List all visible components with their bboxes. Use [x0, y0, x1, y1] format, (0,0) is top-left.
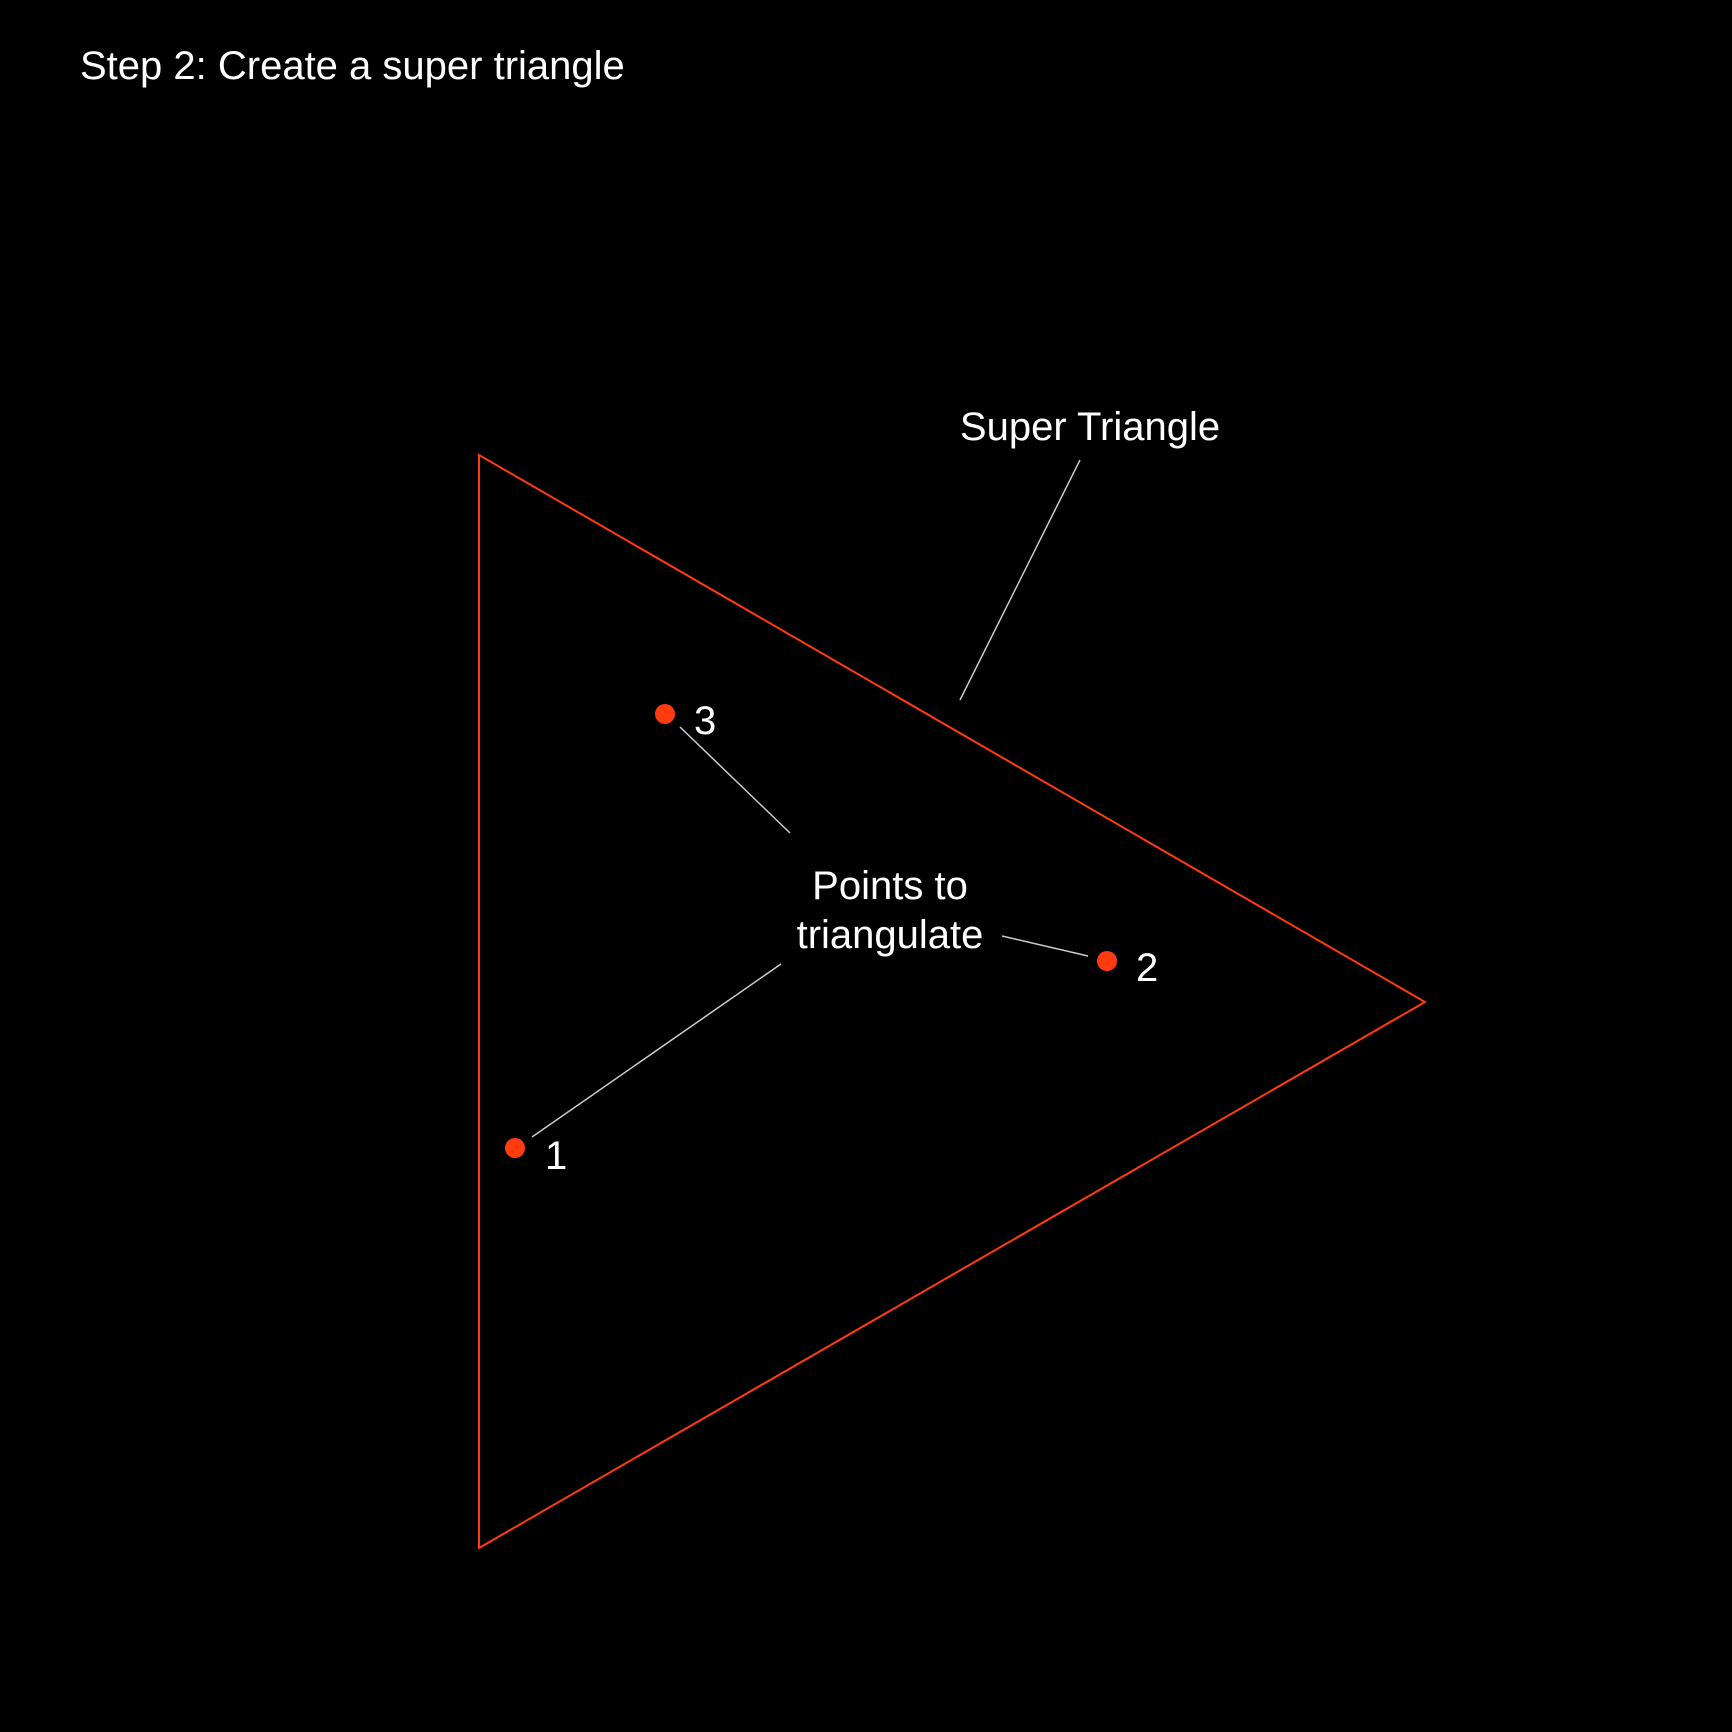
point-2-marker	[1097, 951, 1117, 971]
leader-line-point-3	[679, 726, 791, 834]
step-title: Step 2: Create a super triangle	[80, 44, 625, 88]
super-triangle-leader-line	[959, 459, 1081, 701]
point-3-marker	[655, 704, 675, 724]
super-triangle	[478, 453, 1427, 1550]
point-1-marker	[505, 1138, 525, 1158]
points-callout-line2: triangulate	[797, 913, 984, 957]
super-triangle-label: Super Triangle	[960, 405, 1220, 449]
leader-line-point-1	[531, 963, 782, 1138]
point-1-label: 1	[545, 1134, 567, 1178]
leader-line-point-2	[1001, 935, 1089, 957]
points-callout-line1: Points to	[812, 864, 968, 908]
point-2-label: 2	[1136, 946, 1158, 990]
point-3-label: 3	[694, 699, 716, 743]
